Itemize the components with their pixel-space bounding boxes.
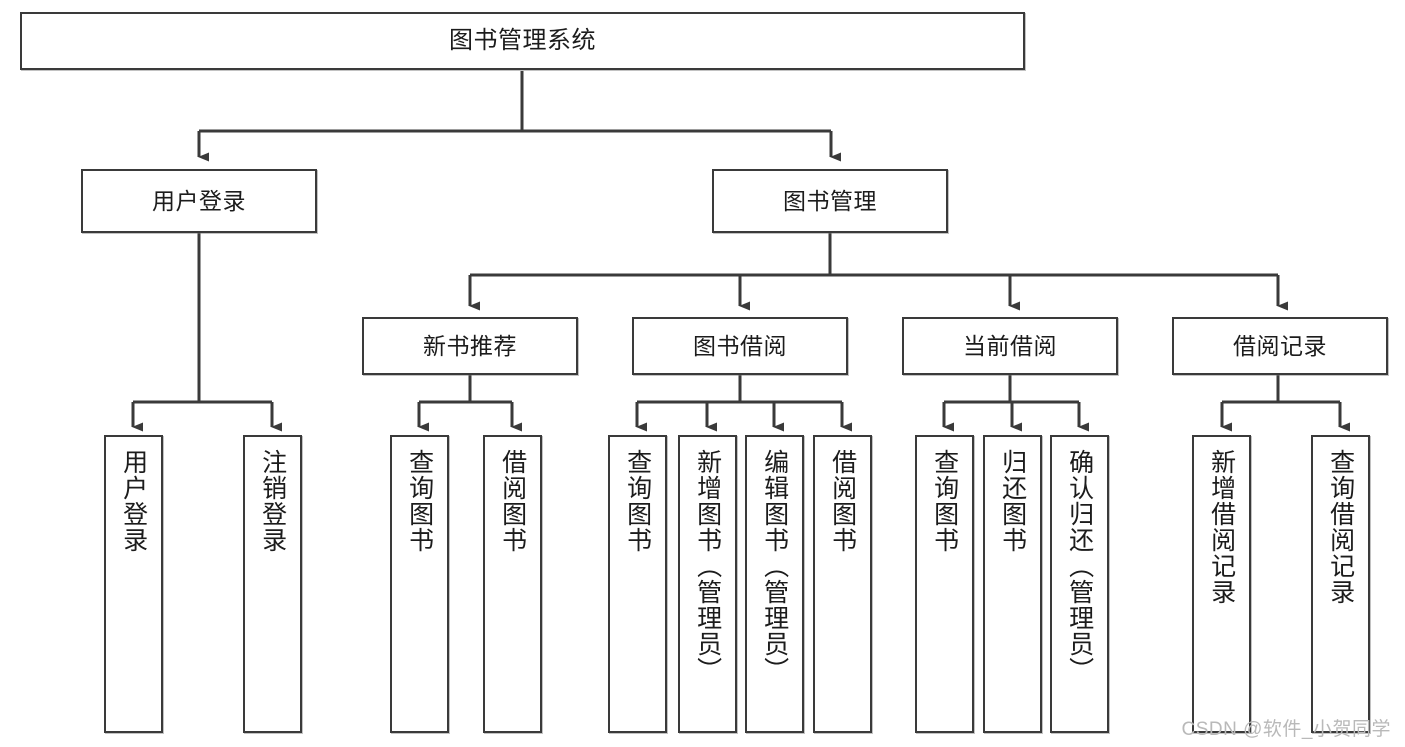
node-label: 新增借阅记录 (1207, 449, 1236, 605)
node-leaf-borrow-book-borrowing[interactable]: 借阅图书 (813, 435, 872, 733)
node-label: 图书管理 (783, 187, 877, 214)
node-label: 查询图书 (930, 449, 959, 553)
node-user-login[interactable]: 用户登录 (81, 169, 317, 233)
node-current-borrowing[interactable]: 当前借阅 (902, 317, 1118, 375)
node-leaf-query-book-current[interactable]: 查询图书 (915, 435, 974, 733)
node-leaf-query-borrowing-record[interactable]: 查询借阅记录 (1311, 435, 1370, 733)
node-label: 新增图书（管理员） (693, 449, 722, 683)
node-leaf-add-borrowing-record[interactable]: 新增借阅记录 (1192, 435, 1251, 733)
node-borrowing-record[interactable]: 借阅记录 (1172, 317, 1388, 375)
node-label: 查询图书 (405, 449, 434, 553)
node-leaf-query-book-borrowing[interactable]: 查询图书 (608, 435, 667, 733)
node-leaf-query-book-recommendation[interactable]: 查询图书 (390, 435, 449, 733)
node-label: 借阅记录 (1233, 332, 1327, 359)
node-leaf-add-book-admin[interactable]: 新增图书（管理员） (678, 435, 737, 733)
node-leaf-borrow-book-recommendation[interactable]: 借阅图书 (483, 435, 542, 733)
node-label: 查询图书 (623, 449, 652, 553)
node-leaf-user-login[interactable]: 用户登录 (104, 435, 163, 733)
node-leaf-return-book[interactable]: 归还图书 (983, 435, 1042, 733)
node-book-borrowing[interactable]: 图书借阅 (632, 317, 848, 375)
node-label: 用户登录 (152, 187, 246, 214)
node-label: 归还图书 (998, 449, 1027, 553)
node-book-management[interactable]: 图书管理 (712, 169, 948, 233)
node-label: 当前借阅 (963, 332, 1057, 359)
node-leaf-confirm-return-admin[interactable]: 确认归还（管理员） (1050, 435, 1109, 733)
node-label: 编辑图书（管理员） (760, 449, 789, 683)
node-label: 查询借阅记录 (1326, 449, 1355, 605)
node-label: 图书管理系统 (449, 27, 596, 55)
node-label: 图书借阅 (693, 332, 787, 359)
node-label: 注销登录 (258, 449, 287, 553)
node-root-book-management-system[interactable]: 图书管理系统 (20, 12, 1025, 70)
csdn-watermark: CSDN @软件_小贺同学 (1181, 719, 1391, 740)
node-leaf-edit-book-admin[interactable]: 编辑图书（管理员） (745, 435, 804, 733)
node-leaf-user-logout[interactable]: 注销登录 (243, 435, 302, 733)
node-label: 用户登录 (119, 449, 148, 553)
node-label: 新书推荐 (423, 332, 517, 359)
node-new-book-recommendation[interactable]: 新书推荐 (362, 317, 578, 375)
node-label: 借阅图书 (828, 449, 857, 553)
node-label: 借阅图书 (498, 449, 527, 553)
node-label: 确认归还（管理员） (1065, 449, 1094, 683)
